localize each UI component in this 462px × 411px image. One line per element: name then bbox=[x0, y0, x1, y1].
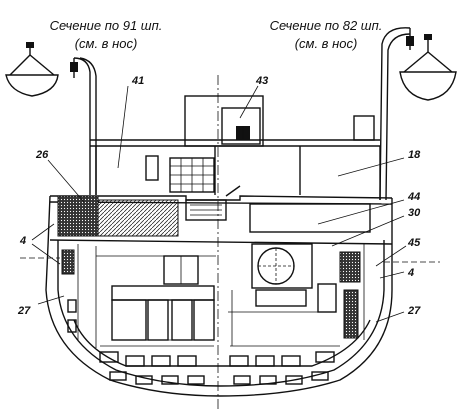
callout-30: 30 bbox=[408, 207, 421, 219]
callout-4-left: 4 bbox=[19, 235, 26, 247]
left-heading-line1: Сечение по 91 шп. bbox=[50, 18, 163, 33]
left-heading-line2: (см. в нос) bbox=[75, 36, 138, 51]
left-side-tank bbox=[61, 244, 79, 340]
grid-window bbox=[169, 157, 215, 193]
machinery-right bbox=[228, 243, 340, 347]
callout-43: 43 bbox=[255, 75, 268, 87]
right-davit bbox=[379, 27, 414, 201]
leader-lines bbox=[31, 85, 407, 323]
callout-27-left: 27 bbox=[17, 305, 31, 317]
right-side-tank bbox=[339, 244, 365, 340]
callout-18: 18 bbox=[408, 149, 421, 161]
upper-deckhouse bbox=[90, 95, 380, 147]
machinery-left bbox=[95, 246, 216, 348]
right-deckhouse bbox=[299, 146, 381, 200]
hull bbox=[20, 195, 440, 397]
callout-41: 41 bbox=[131, 75, 144, 87]
callout-4-right: 4 bbox=[407, 267, 414, 279]
left-lifeboat bbox=[5, 42, 59, 97]
callout-27-right: 27 bbox=[407, 305, 421, 317]
main-deck bbox=[49, 185, 393, 237]
callout-26: 26 bbox=[35, 149, 49, 161]
right-heading-line1: Сечение по 82 шп. bbox=[270, 18, 383, 33]
left-davit bbox=[70, 57, 97, 195]
callout-44: 44 bbox=[407, 191, 420, 203]
left-deckhouse-wall bbox=[95, 146, 216, 195]
right-heading-line2: (см. в нос) bbox=[295, 36, 358, 51]
double-bottom bbox=[73, 319, 371, 385]
callout-45: 45 bbox=[407, 237, 421, 249]
right-lifeboat bbox=[399, 34, 457, 101]
